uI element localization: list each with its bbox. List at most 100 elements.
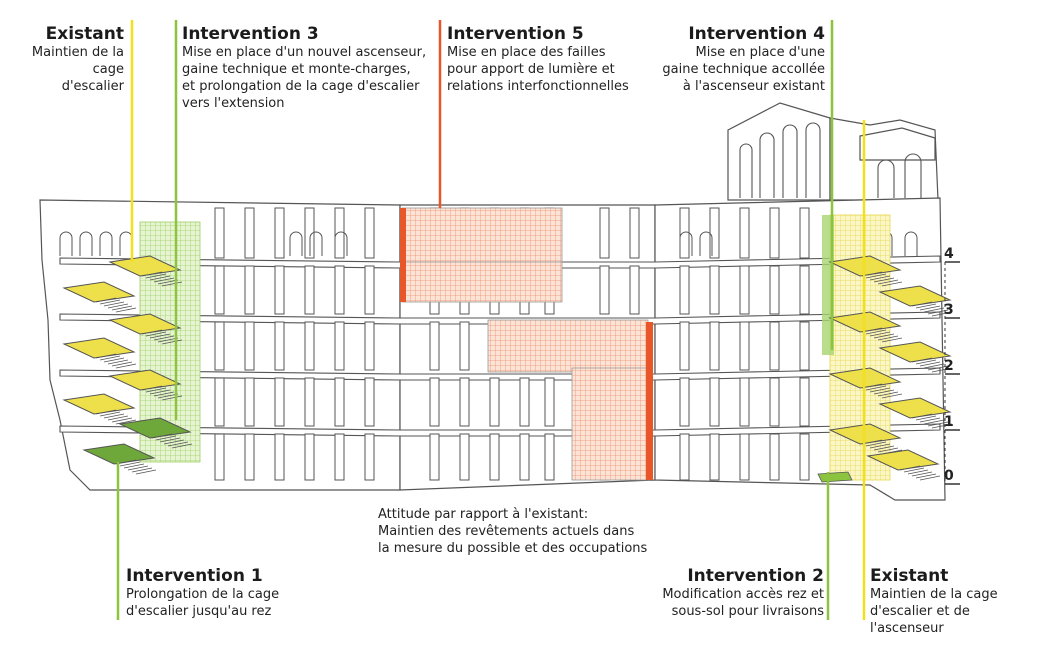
stair-step <box>919 361 941 367</box>
stair-step <box>877 447 899 453</box>
stair-step <box>877 391 899 397</box>
column <box>214 321 225 371</box>
tower-windows <box>739 122 922 198</box>
column <box>274 377 285 427</box>
void-top <box>401 207 563 263</box>
stair-step <box>873 445 895 451</box>
stair-step <box>931 367 953 373</box>
level-label-1: 1 <box>944 414 954 430</box>
annotation-intervention5: Intervention 5 Mise en place des failles… <box>447 24 629 94</box>
stair-landing <box>108 369 182 391</box>
stair-step <box>861 383 883 389</box>
column <box>629 207 640 259</box>
column <box>244 321 255 371</box>
stair-step <box>95 353 117 359</box>
void-middle <box>487 319 649 373</box>
annotation-intervention1: Intervention 1 Prolongation de la cage d… <box>126 566 280 619</box>
stair-step <box>115 307 137 313</box>
stair-step <box>899 465 921 471</box>
stair-step <box>869 387 891 393</box>
stair-step <box>881 393 903 399</box>
column <box>214 377 225 427</box>
annotation-existant-left: Existant Maintien de la cage d'escalier <box>4 24 124 95</box>
stair-flight <box>108 369 183 401</box>
column <box>679 207 690 259</box>
stair-landing <box>118 417 192 439</box>
stair-step <box>865 329 887 335</box>
column <box>304 207 315 259</box>
column <box>709 265 720 315</box>
stair-flight <box>878 341 953 373</box>
stair-flight <box>62 281 137 313</box>
column <box>519 377 530 427</box>
column <box>679 265 690 315</box>
stair-step <box>903 467 925 473</box>
column <box>334 321 345 371</box>
stair-step <box>131 467 153 473</box>
stair-step <box>911 301 933 307</box>
column <box>334 377 345 427</box>
level-label-4: 4 <box>944 246 954 262</box>
column <box>799 433 810 481</box>
column <box>304 321 315 371</box>
stair-step <box>163 439 185 445</box>
stair-step <box>119 461 141 467</box>
intervention5-voids <box>400 207 653 481</box>
stair-step <box>923 419 945 425</box>
stair-step <box>915 303 937 309</box>
column <box>334 433 345 481</box>
arch-window <box>904 231 918 256</box>
stair-step <box>157 337 179 343</box>
column <box>274 321 285 371</box>
column <box>459 377 470 427</box>
stair-step <box>881 281 903 287</box>
arch-window <box>289 231 303 256</box>
stair-step <box>919 417 941 423</box>
stair-step <box>915 415 937 421</box>
stair-step <box>153 277 175 283</box>
stair-step <box>115 419 137 425</box>
stair-step <box>911 413 933 419</box>
stair-step <box>145 331 167 337</box>
stair-step <box>877 279 899 285</box>
column <box>334 207 345 259</box>
stair-step <box>157 393 179 399</box>
column <box>364 433 375 481</box>
stair-step <box>865 385 887 391</box>
column <box>334 265 345 315</box>
column <box>799 265 810 315</box>
stair-step <box>111 305 133 311</box>
column <box>364 265 375 315</box>
stair-flight <box>62 393 137 425</box>
column <box>489 377 500 427</box>
annotation-title: Existant <box>45 24 124 44</box>
stair-step <box>161 395 183 401</box>
stair-step <box>95 409 117 415</box>
column <box>709 377 720 427</box>
stair-flight <box>118 417 193 449</box>
stair-flight <box>62 337 137 369</box>
column <box>679 433 690 481</box>
stair-step <box>931 423 953 429</box>
column <box>739 433 750 481</box>
arch-window <box>309 231 323 256</box>
stair-landing <box>62 393 136 415</box>
stair-step <box>881 337 903 343</box>
stair-step <box>865 441 887 447</box>
stair-step <box>915 473 937 479</box>
stair-flight <box>82 443 157 475</box>
stair-step <box>141 329 163 335</box>
void-upper <box>401 261 563 303</box>
column <box>459 433 470 481</box>
column <box>244 207 255 259</box>
stair-step <box>127 465 149 471</box>
stair-step <box>861 327 883 333</box>
column <box>739 377 750 427</box>
stair-step <box>915 359 937 365</box>
stair-flight <box>878 397 953 429</box>
column <box>709 321 720 371</box>
stair-step <box>107 303 129 309</box>
column <box>769 433 780 481</box>
annotation-intervention2: Intervention 2 Modification accès rez et… <box>662 566 824 619</box>
stair-step <box>115 459 137 465</box>
